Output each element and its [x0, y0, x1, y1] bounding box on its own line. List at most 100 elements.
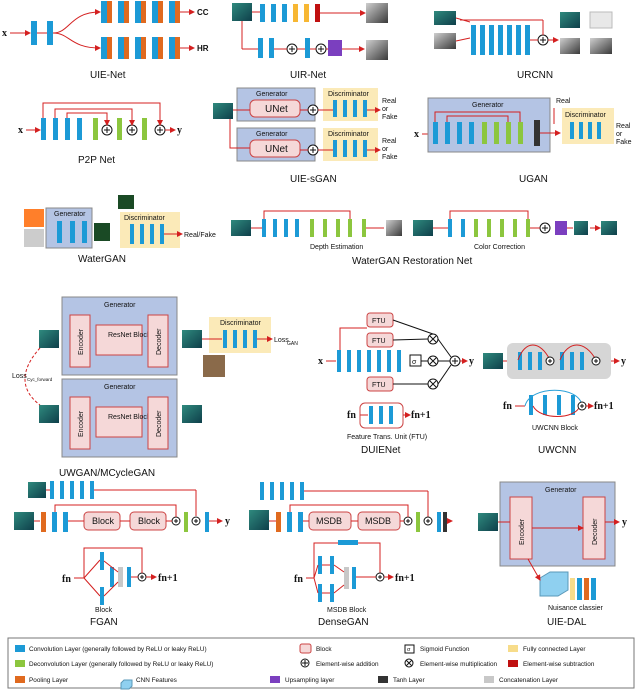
input-image	[232, 3, 252, 21]
svg-text:Feature Trans. Unit (FTU): Feature Trans. Unit (FTU)	[347, 434, 427, 441]
svg-text:Block: Block	[92, 516, 115, 526]
svg-text:fn+1: fn+1	[395, 573, 415, 584]
svg-text:Generator: Generator	[545, 487, 577, 494]
svg-text:Discriminator: Discriminator	[220, 320, 262, 327]
sigmoid-icon	[404, 644, 415, 654]
watergan-restoration-caption: WaterGAN Restoration Net	[352, 256, 472, 267]
ugan-caption: UGAN	[519, 174, 548, 185]
upsampling-layer	[328, 40, 342, 56]
cc-branch: CC	[101, 1, 209, 23]
svg-text:Element-wise addition: Element-wise addition	[316, 661, 379, 668]
svg-text:fn: fn	[503, 401, 512, 412]
legend-swatch-pool	[15, 676, 25, 683]
svg-text:Fake: Fake	[382, 114, 398, 121]
svg-text:Fake: Fake	[616, 139, 632, 146]
svg-text:Tanh Layer: Tanh Layer	[393, 677, 425, 684]
svg-text:Fully connected Layer: Fully connected Layer	[523, 646, 586, 653]
cnn-features-icon	[120, 679, 133, 690]
svg-text:Generator: Generator	[54, 211, 86, 218]
svg-text:x: x	[318, 356, 323, 367]
svg-text:Generator: Generator	[472, 102, 504, 109]
discriminator-box	[323, 128, 378, 161]
svg-text:fn+1: fn+1	[594, 401, 614, 412]
uie-sgan-caption: UIE-sGAN	[290, 174, 337, 185]
svg-text:UNet: UNet	[265, 144, 288, 155]
svg-text:Encoder: Encoder	[78, 410, 85, 437]
duienet-diagram: FTU FTU FTU x σ y fn f	[318, 312, 474, 456]
output-y-label: y	[177, 125, 182, 136]
svg-text:Element-wise multiplication: Element-wise multiplication	[420, 661, 498, 668]
svg-text:Block: Block	[316, 646, 332, 653]
input-x-label: x	[18, 125, 23, 136]
watergan-restoration-diagram: Depth Estimation Color Correction WaterG…	[231, 210, 617, 267]
svg-text:Sigmoid Function: Sigmoid Function	[420, 646, 470, 653]
real-label: Real	[382, 98, 397, 105]
svg-text:Decoder: Decoder	[156, 410, 163, 437]
svg-text:MSDB: MSDB	[316, 516, 342, 526]
uie-sgan-diagram: Generator UNet Generator UNet Discrimina…	[213, 87, 398, 185]
uwgan-diagram: Generator Encoder ResNet Block Decoder G…	[12, 296, 298, 479]
p2p-net-diagram: x y P2P Net	[18, 102, 182, 166]
discriminator-label: Discriminator	[328, 91, 370, 98]
legend-swatch-conv	[15, 645, 25, 652]
legend-swatch-concat	[484, 676, 494, 683]
svg-text:σ: σ	[407, 647, 411, 653]
loss-cyc-label: Loss	[12, 373, 27, 380]
unet-block	[249, 99, 301, 118]
svg-text:Block: Block	[138, 516, 161, 526]
svg-text:Block: Block	[95, 607, 113, 614]
svg-text:Concatenation Layer: Concatenation Layer	[499, 677, 559, 684]
uwgan-caption: UWGAN/MCycleGAN	[59, 468, 155, 479]
legend-swatch-block	[299, 643, 312, 654]
svg-text:Real/Fake: Real/Fake	[184, 232, 216, 239]
input-depth-image	[434, 33, 456, 49]
uwcnn-block-group	[507, 343, 611, 379]
densegan-diagram: MSDB MSDB fn fn+1 MSDB Block DenseGAN	[249, 482, 453, 628]
output-image	[366, 40, 388, 60]
duienet-caption: DUIENet	[361, 445, 401, 456]
watergan-caption: WaterGAN	[78, 254, 126, 265]
urcnn-caption: URCNN	[517, 70, 553, 81]
fgan-diagram: Block Block y fn fn+1 Block FGAN	[14, 481, 230, 628]
legend-swatch-subtract	[508, 660, 518, 667]
svg-text:Encoder: Encoder	[78, 328, 85, 355]
uir-net-caption: UIR-Net	[290, 70, 326, 81]
svg-text:Cyc_forward: Cyc_forward	[27, 377, 53, 382]
conv-layer	[47, 21, 53, 45]
uir-net-diagram: UIR-Net	[232, 3, 388, 81]
svg-text:ResNet Block: ResNet Block	[108, 414, 151, 421]
uie-net-caption: UIE-Net	[90, 70, 126, 81]
legend-swatch-deconv	[15, 660, 25, 667]
svg-text:Real: Real	[616, 123, 631, 130]
fgan-caption: FGAN	[90, 617, 118, 628]
ugan-diagram: x Generator Discriminator Real Real or F…	[414, 97, 632, 185]
svg-text:Discriminator: Discriminator	[565, 112, 607, 119]
svg-text:FTU: FTU	[372, 338, 386, 345]
svg-text:Generator: Generator	[256, 131, 288, 138]
legend-swatch-fc	[508, 645, 518, 652]
loss-gan-label: Loss	[274, 337, 289, 344]
uie-net-diagram: x CC HR UIE-Net	[2, 1, 209, 81]
svg-text:Color Correction: Color Correction	[474, 244, 525, 251]
svg-text:Discriminator: Discriminator	[124, 215, 166, 222]
svg-text:y: y	[469, 356, 474, 367]
svg-text:MSDB: MSDB	[365, 516, 391, 526]
svg-text:MSDB Block: MSDB Block	[327, 607, 367, 614]
conv-layer	[31, 21, 37, 45]
watergan-diagram: Generator Discriminator Real/Fake WaterG…	[24, 195, 216, 265]
svg-text:CNN Features: CNN Features	[136, 677, 177, 684]
legend-swatch-upsample	[270, 676, 280, 683]
legend: Convolution Layer (generally followed by…	[7, 637, 635, 690]
legend-box	[7, 637, 635, 689]
svg-text:fn: fn	[347, 410, 356, 421]
hr-branch: HR	[101, 37, 209, 59]
uwcnn-diagram: y fn fn+1 UWCNN Block UWCNN	[483, 343, 626, 456]
svg-text:Nuisance classier: Nuisance classier	[548, 605, 604, 612]
cc-label: CC	[197, 8, 209, 17]
generator-label: Generator	[256, 91, 288, 98]
svg-text:fn+1: fn+1	[411, 410, 431, 421]
legend-swatch-tanh	[378, 676, 388, 683]
svg-text:Depth Estimation: Depth Estimation	[310, 244, 363, 251]
hr-label: HR	[197, 44, 209, 53]
